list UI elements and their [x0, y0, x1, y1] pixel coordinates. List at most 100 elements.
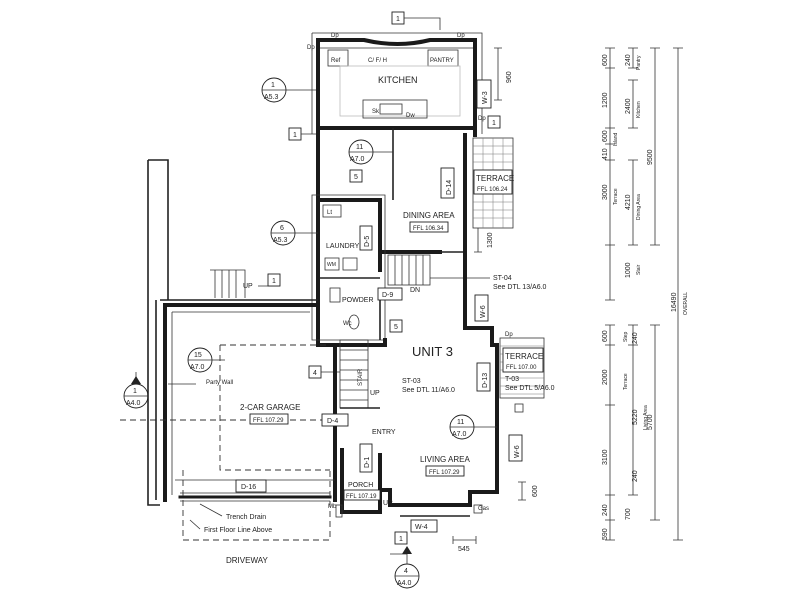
porch-label: PORCH — [348, 482, 373, 489]
dim-600: 600 — [532, 485, 539, 497]
linen-label: Lt — [327, 210, 332, 216]
terrace-top-label: TERRACE — [476, 174, 514, 183]
garage-walls — [120, 299, 340, 502]
dining-walls — [316, 126, 477, 254]
neighbour-outline — [147, 159, 246, 506]
ref-11-a70-top-sheet: A7.0 — [350, 156, 365, 163]
section-ref-11-a70-lower — [449, 414, 497, 440]
dimension-strip-lower — [605, 324, 660, 541]
door-tag-d16 — [235, 479, 267, 493]
driveway-label: DRIVEWAY — [226, 556, 268, 565]
dishwasher-label: Dw — [406, 113, 415, 119]
garage-door — [178, 492, 332, 502]
kitchen-label: KITCHEN — [378, 75, 418, 85]
dim-strip-600b: 600 — [602, 130, 609, 142]
ref-6-a53-bottom: A5.3 — [273, 237, 288, 244]
terrace-top-label-box — [473, 169, 513, 195]
dim-strip-stair: Stair — [636, 264, 642, 275]
dim-strip-240: 240 — [625, 54, 632, 66]
tag-5-top-num: 5 — [354, 174, 358, 181]
tag-1-garage — [267, 273, 281, 287]
garage-label: 2-CAR GARAGE — [240, 403, 300, 412]
dim-lower-590: 590 — [602, 528, 609, 540]
ref-11-a70-lower-num: 11 — [457, 419, 464, 426]
ref-15-a70-num: 15 — [194, 352, 202, 359]
downpipe-label: Dp — [478, 116, 486, 122]
w3-label: W-3 — [482, 91, 489, 104]
meter-box — [335, 504, 343, 518]
dim-lower-240c: 240 — [602, 504, 609, 516]
dim-strip-dining: Dining Area — [636, 194, 642, 220]
w6-lower-label: W-6 — [514, 445, 521, 458]
section-ref-4-a40 — [390, 546, 420, 589]
garage-ffl: FFL 107.29 — [253, 418, 284, 424]
entry-label: ENTRY — [372, 429, 396, 436]
section-ref-1-a53 — [261, 77, 316, 103]
door-tag-d14 — [440, 167, 455, 199]
up-left-label: UP — [243, 283, 253, 290]
d1-label: D-1 — [364, 457, 371, 468]
meter-box-label: Mb — [328, 504, 337, 510]
tag-1-right-num: 1 — [492, 120, 496, 127]
dining-ffl-box — [409, 221, 449, 233]
sink-label: Sk — [372, 109, 380, 115]
terrace-right-label: TERRACE — [505, 352, 543, 361]
gas-meter — [473, 504, 483, 514]
tag-1-top-num: 1 — [396, 16, 400, 23]
door-tag-d13 — [476, 362, 491, 392]
pantry-label: PANTRY — [430, 58, 454, 64]
dim-strip-9500: 9500 — [647, 149, 654, 165]
ref-11-a70-lower-sheet: A7.0 — [452, 431, 467, 438]
dim-lower-240b: 240 — [632, 470, 639, 482]
living-ffl: FFL 107.29 — [429, 470, 460, 476]
section-ref-6-a53 — [270, 220, 318, 246]
window-tag-w3 — [476, 79, 492, 109]
stair-top — [387, 254, 431, 286]
downpipe-label: Dp — [505, 332, 513, 338]
dim-lower-240: 240 — [632, 332, 639, 344]
section-ref-11-a70-top — [348, 139, 393, 165]
wm-label: WM — [327, 262, 336, 268]
garage-ffl-box — [249, 413, 289, 425]
tag-5-bottom-num: 5 — [394, 324, 398, 331]
st03-label: ST-03 — [402, 378, 421, 385]
window-tag-w4 — [410, 519, 438, 533]
downpipe-label: Dp — [307, 45, 315, 51]
dim-lower-living: Living Area — [643, 405, 649, 430]
dim-strip-4210: 4210 — [625, 194, 632, 210]
window-tag-w6-upper — [474, 294, 489, 322]
kitchen-block — [311, 32, 483, 134]
ref-1-a53-bottom: A5.3 — [264, 94, 279, 101]
d14-label: D-14 — [446, 180, 453, 195]
d13-label: D-13 — [482, 373, 489, 388]
downpipe-label: Dp — [457, 33, 465, 39]
cf-rh-label: C/ F/ H — [368, 58, 387, 64]
d4-label: D-4 — [327, 418, 338, 425]
tag-1-right — [487, 115, 501, 129]
porch-ffl: FFL 107.19 — [346, 494, 377, 500]
dim-545: 545 — [458, 546, 470, 553]
dim-lower-600: 600 — [602, 330, 609, 342]
porch-ffl-box — [343, 489, 381, 501]
d16-label: D-16 — [241, 484, 256, 491]
dim-strip-600: 600 — [602, 54, 609, 66]
downpipe-marker — [514, 403, 524, 413]
dimension-strip-upper — [605, 47, 683, 541]
powder-label: POWDER — [342, 297, 374, 304]
dim-lower-step: Step — [623, 331, 629, 342]
dining-ffl: FFL 106.34 — [413, 226, 444, 232]
party-wall-label: Party Wall — [206, 380, 233, 386]
tag-4-num: 4 — [313, 370, 317, 377]
tag-1-left-num: 1 — [293, 132, 297, 139]
dim-strip-410: 410 — [602, 148, 609, 160]
up-stair-label: UP — [370, 390, 380, 397]
trench-drain-label: Trench Drain — [226, 514, 266, 521]
st03-detail: See DTL 11/A6.0 — [402, 387, 455, 394]
first-floor-label: First Floor Line Above — [204, 527, 272, 534]
dim-960: 960 — [506, 71, 513, 83]
tag-5-bottom — [389, 319, 403, 333]
laundry-label: LAUNDRY — [326, 243, 360, 250]
ref-6-a53-top: 6 — [280, 225, 284, 232]
dim-lower-2000: 2000 — [602, 369, 609, 385]
window-tag-w6-lower — [508, 434, 523, 462]
